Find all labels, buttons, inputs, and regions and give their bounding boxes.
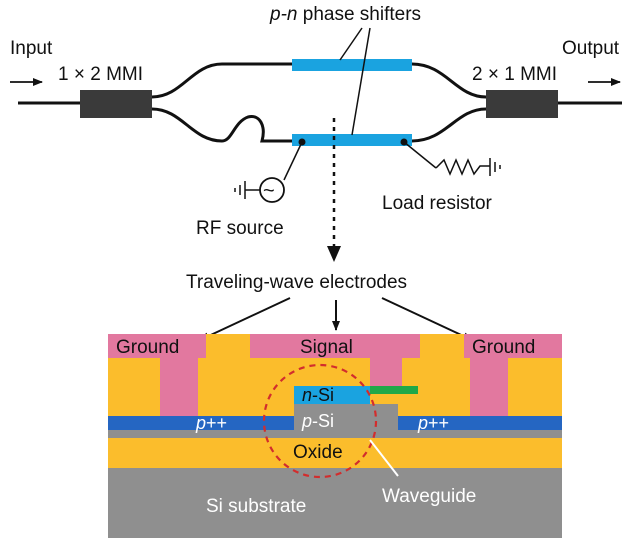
rf-source-label: RF source (196, 218, 284, 239)
p-si-rib (294, 404, 398, 438)
waveguide-leader-line (369, 439, 399, 477)
n-si-region (294, 386, 370, 404)
signal-top-pad (250, 334, 420, 358)
ground-left-label: Ground (116, 337, 179, 358)
arrow-to-ground-left (199, 297, 291, 341)
lower-arm-waveguide (151, 107, 487, 143)
p-plus-left-label: p++ (195, 413, 227, 433)
phase-shifters-label: p-n phase shifters (269, 4, 421, 25)
rf-source-circuit: ~ (234, 138, 306, 203)
traveling-wave-label: Traveling-wave electrodes (186, 272, 407, 293)
p-plus-right-region (398, 416, 562, 430)
signal-label: Signal (300, 337, 353, 358)
mmi-2x1-block (486, 90, 558, 118)
signal-via (370, 358, 402, 386)
ground-right-top-pad (464, 334, 562, 358)
resistor-zigzag (435, 158, 490, 176)
si-substrate-label: Si substrate (206, 496, 306, 517)
input-label: Input (10, 38, 53, 59)
phase-shifter-upper (292, 59, 412, 71)
ground-right-via (470, 358, 508, 416)
mmi-1x2-block (80, 90, 152, 118)
p-plus-left-region (108, 416, 294, 430)
mzm-top-section: Input Output 1 × 2 MMI 2 × 1 MMI p-n pha… (10, 4, 622, 262)
p-si-label: p-Si (301, 411, 334, 431)
green-strip (370, 386, 418, 394)
si-substrate (108, 468, 562, 538)
waveguide-label: Waveguide (382, 486, 476, 507)
leader-upper-shifter (339, 27, 363, 61)
n-si-label: n-Si (302, 385, 334, 405)
arrow-to-ground-right (381, 297, 473, 341)
mmi-out-label: 2 × 1 MMI (472, 64, 557, 85)
leader-lower-shifter (351, 27, 371, 136)
ground-left-via (160, 358, 198, 416)
load-resistor-circuit (400, 138, 501, 176)
ground-left-top-pad (108, 334, 206, 358)
output-label: Output (562, 38, 620, 59)
dotted-arrow-head (327, 246, 341, 262)
p-plus-right-label: p++ (417, 413, 449, 433)
phase-shifter-lower (292, 134, 412, 146)
waveguide-mode-circle (262, 363, 378, 479)
cross-section: Ground Signal Ground n-Si p-Si p++ p++ O… (108, 334, 562, 538)
oxide-label: Oxide (293, 442, 343, 463)
rf-wave-glyph: ~ (263, 180, 275, 202)
mmi-in-label: 1 × 2 MMI (58, 64, 143, 85)
ground-right-label: Ground (472, 337, 535, 358)
load-resistor-label: Load resistor (382, 193, 493, 214)
